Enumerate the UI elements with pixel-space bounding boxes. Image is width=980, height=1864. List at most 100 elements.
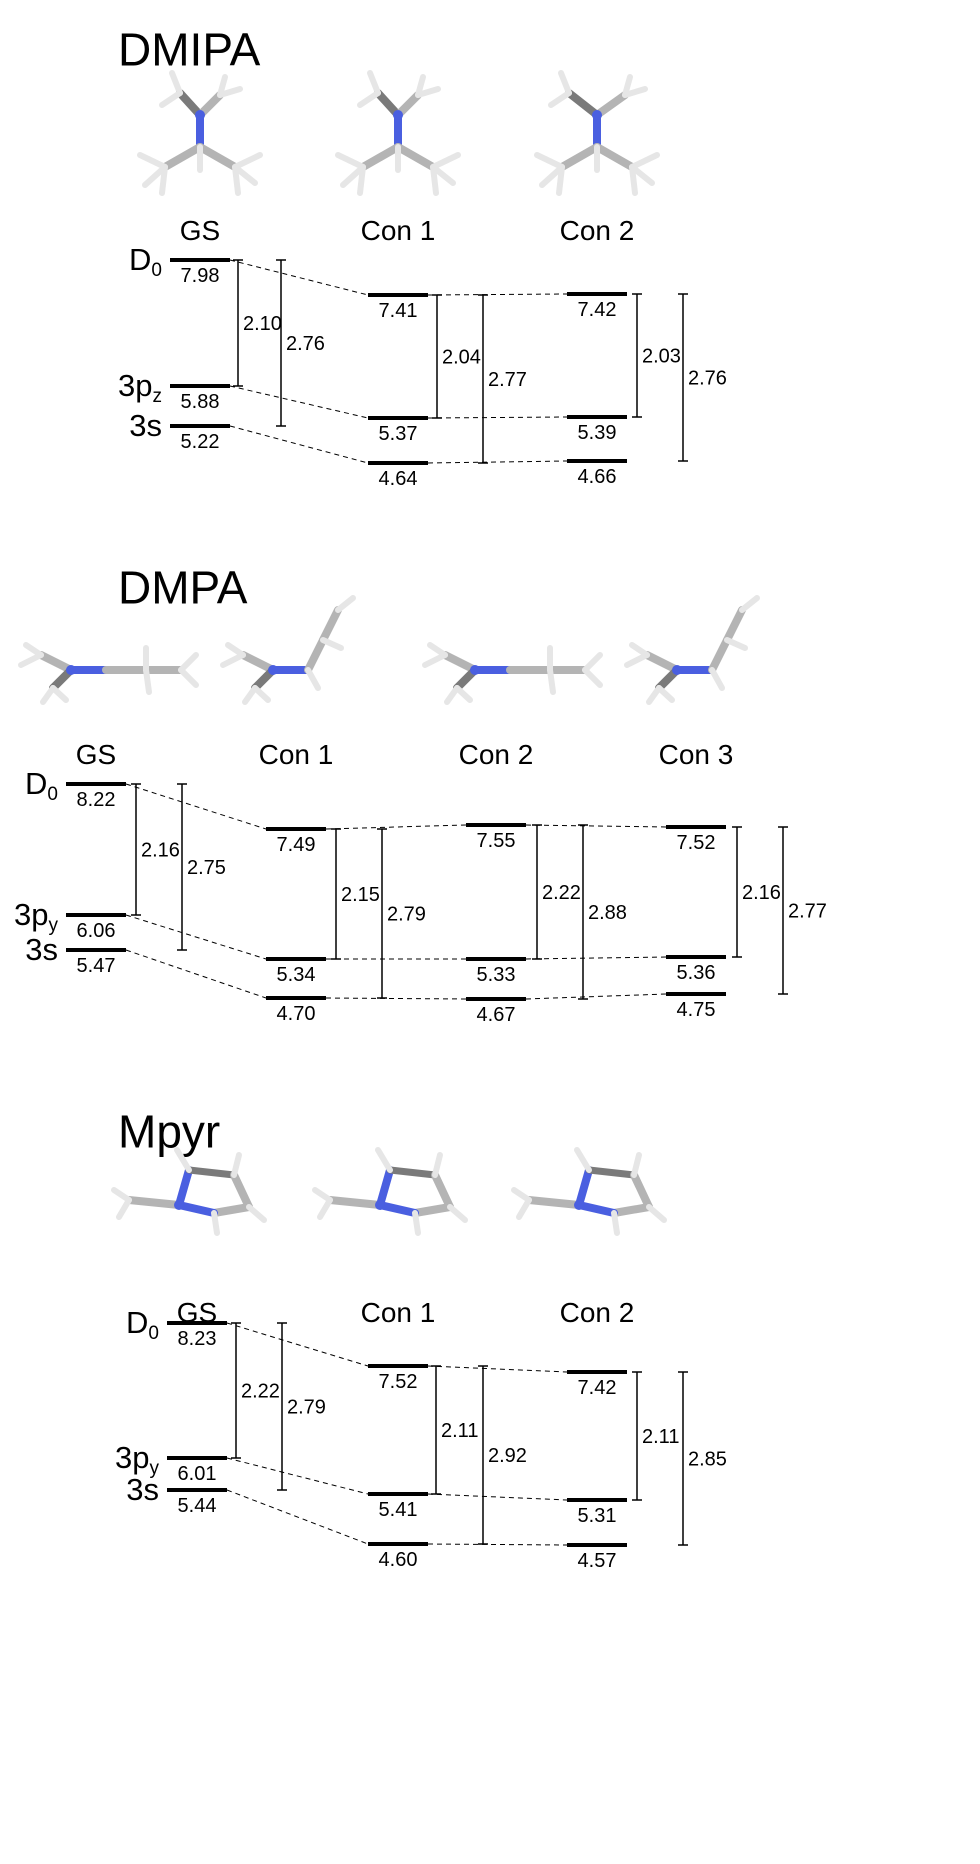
state-label-main: 3p (14, 897, 48, 932)
bond (593, 143, 636, 171)
state-label-main: 3s (129, 408, 162, 443)
bond (723, 606, 746, 644)
level-connector (427, 416, 568, 419)
energy-value: 7.42 (578, 299, 617, 321)
state-label: D0 (126, 1305, 159, 1344)
bond (175, 1201, 218, 1217)
bond (185, 1166, 238, 1179)
bond (534, 152, 565, 170)
gap-value: 2.03 (642, 346, 681, 368)
bond (724, 637, 748, 651)
nitrogen-atom (174, 1200, 184, 1210)
energy-value: 8.22 (77, 789, 116, 811)
bond (252, 685, 271, 703)
gap-value: 2.79 (387, 904, 426, 926)
state-label: 3py (14, 897, 58, 936)
bond (441, 651, 479, 674)
gap-value: 2.77 (788, 901, 827, 923)
panel-title: Mpyr (118, 1106, 220, 1158)
bond (319, 606, 342, 644)
gap-value: 2.22 (542, 882, 581, 904)
bond (415, 74, 426, 98)
nitrogen-atom (470, 665, 480, 675)
bond (220, 652, 246, 668)
molecule-structure (137, 70, 263, 196)
bond (137, 152, 168, 170)
level-connector (125, 783, 267, 830)
bond (304, 636, 327, 674)
state-label: 3s (25, 932, 58, 967)
energy-value: 4.64 (379, 468, 418, 490)
state-label-subscript: 0 (47, 784, 58, 805)
bond (411, 1203, 454, 1217)
bond (646, 1204, 667, 1223)
bond (593, 91, 629, 119)
state-label-subscript: 0 (151, 260, 162, 281)
bond (447, 1204, 468, 1223)
bond (50, 685, 69, 703)
bond (125, 1196, 183, 1209)
level-connector (525, 956, 667, 960)
energy-value: 5.88 (181, 391, 220, 413)
energy-value: 8.23 (178, 1328, 217, 1350)
bond (359, 143, 402, 171)
bond (575, 1201, 618, 1217)
energy-value: 6.01 (178, 1463, 217, 1485)
state-label-subscript: y (150, 1458, 160, 1479)
molecule-structure (534, 70, 660, 196)
bond (111, 1187, 132, 1203)
bond (430, 164, 439, 196)
bond (239, 651, 277, 674)
energy-value: 4.67 (477, 1004, 516, 1026)
bond (525, 1196, 583, 1209)
bond (629, 164, 655, 186)
conformer-label: Con 2 (459, 739, 534, 770)
bond (708, 636, 731, 674)
state-label-subscript: y (49, 915, 59, 936)
state-label-subscript: 0 (148, 1323, 159, 1344)
gap-value: 2.77 (488, 369, 527, 391)
bond (174, 1147, 192, 1173)
level-connector (325, 824, 467, 830)
bond (232, 152, 263, 170)
panel-title: DMPA (118, 562, 248, 614)
bond (630, 1171, 653, 1211)
level-connector (229, 425, 369, 464)
energy-value: 4.57 (578, 1550, 617, 1572)
level-connector (427, 1543, 568, 1546)
energy-value: 5.33 (477, 964, 516, 986)
nitrogen-atom (375, 1200, 385, 1210)
level-connector (427, 293, 568, 296)
energy-value: 5.44 (178, 1495, 217, 1517)
bond (246, 1204, 267, 1223)
nitrogen-atom (195, 110, 205, 120)
conformer-label: Con 1 (361, 215, 436, 246)
conformer-label: Con 2 (560, 1297, 635, 1328)
gap-value: 2.76 (688, 368, 727, 390)
state-label: D0 (25, 766, 58, 805)
bond (575, 1166, 593, 1209)
energy-value: 5.47 (77, 955, 116, 977)
molecule-structure (511, 1147, 667, 1236)
bond (624, 652, 650, 668)
energy-value: 5.39 (578, 422, 617, 444)
level-connector (226, 1489, 369, 1545)
bond (317, 1197, 333, 1220)
state-label-main: 3s (126, 1472, 159, 1507)
molecule-structure (18, 642, 199, 705)
bond (739, 595, 760, 613)
molecule-structure (111, 1147, 267, 1236)
state-label-main: D (129, 242, 151, 277)
level-connector (125, 949, 267, 999)
bond (232, 164, 258, 186)
energy-value: 5.36 (677, 962, 716, 984)
energy-value: 7.42 (578, 1377, 617, 1399)
bond (230, 1171, 253, 1211)
gap-value: 2.10 (243, 313, 282, 335)
bond (611, 1210, 620, 1236)
conformer-label: Con 3 (659, 739, 734, 770)
bond (231, 1152, 242, 1178)
energy-value: 4.66 (578, 466, 617, 488)
